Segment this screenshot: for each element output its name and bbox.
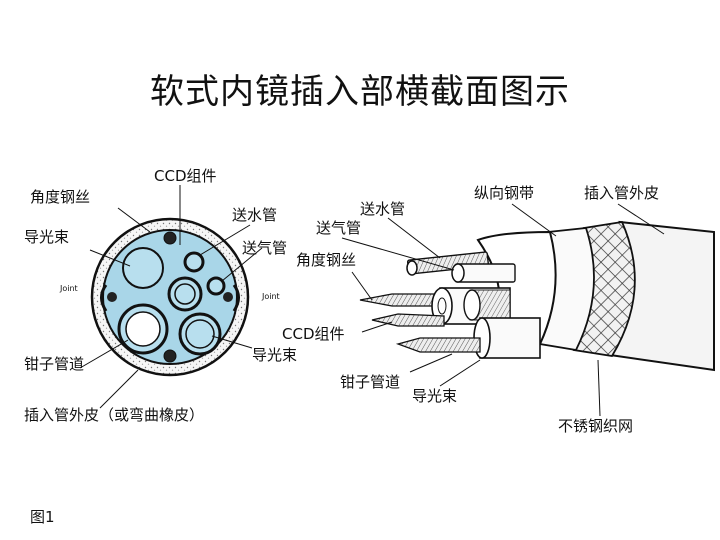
- joint-right-mark: [232, 284, 240, 312]
- label-air-pipe-right: 送气管: [316, 219, 362, 237]
- label-joint-left: Joint: [60, 284, 78, 293]
- angle-wire-dot: [163, 231, 177, 245]
- label-water-pipe-left: 送水管: [232, 206, 278, 224]
- angle-wire-dot: [223, 292, 233, 302]
- angle-wire-dot: [107, 292, 117, 302]
- label-mesh: 不锈钢织网: [558, 417, 634, 435]
- label-joint-right: Joint: [262, 292, 280, 301]
- figure-label: 图1: [30, 508, 55, 526]
- label-forceps-channel-right: 钳子管道: [340, 373, 401, 391]
- label-sheath-left: 插入管外皮（或弯曲橡皮）: [24, 406, 205, 424]
- label-ccd-left: CCD组件: [154, 167, 217, 185]
- label-forceps-channel-left: 钳子管道: [24, 355, 85, 373]
- cross-section: [90, 217, 250, 377]
- label-water-pipe-right: 送水管: [360, 200, 406, 218]
- label-angle-wire-left: 角度钢丝: [30, 188, 91, 206]
- side-view-leaders: [341, 203, 665, 417]
- label-light-bundle-right: 导光束: [412, 387, 458, 405]
- label-light-bundle-bottom: 导光束: [252, 346, 298, 364]
- light-bundle-left: [122, 247, 164, 289]
- air-pipe: [206, 276, 226, 296]
- ccd-unit: [167, 276, 203, 312]
- label-longitudinal-band: 纵向钢带: [474, 184, 535, 202]
- joint-left-mark: [100, 284, 108, 312]
- page-title: 软式内镜插入部横截面图示: [150, 72, 570, 112]
- label-air-pipe-left: 送气管: [242, 239, 288, 257]
- label-ccd-right: CCD组件: [282, 325, 345, 343]
- label-light-bundle-left: 导光束: [24, 228, 70, 246]
- side-view: [359, 220, 715, 372]
- cross-section-leaders: [79, 185, 263, 409]
- label-sheath-right: 插入管外皮: [584, 184, 660, 202]
- label-angle-wire-right: 角度钢丝: [296, 251, 357, 269]
- water-pipe: [183, 251, 205, 273]
- angle-wire-dot: [163, 349, 177, 363]
